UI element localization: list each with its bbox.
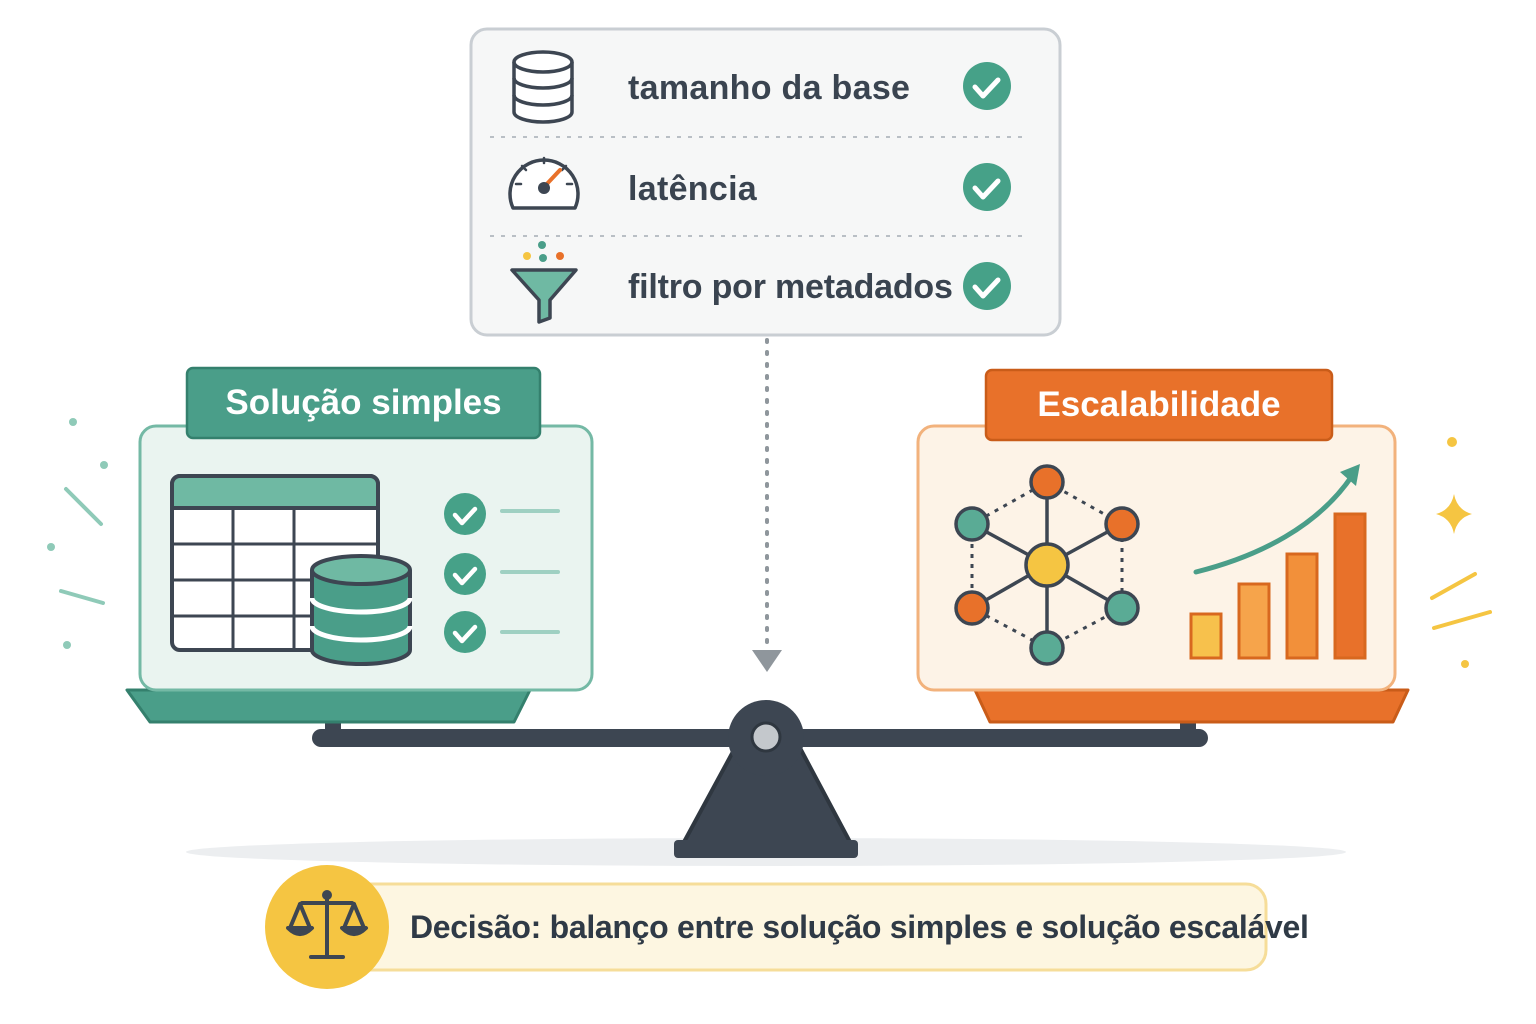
decision-text: Decisão: balanço entre solução simples e… <box>410 909 1309 945</box>
database-icon <box>309 554 413 666</box>
network-graph-icon <box>954 464 1140 666</box>
right-panel-tab <box>984 368 1334 442</box>
growth-arrow <box>1193 464 1360 575</box>
right-panel <box>916 368 1492 724</box>
checklist <box>444 493 560 653</box>
criterion-label-metadata-filter: filtro por metadados <box>628 268 953 306</box>
balance-scale-icon <box>286 890 368 959</box>
check-circle-icon <box>444 493 486 535</box>
dotted-arrow <box>752 338 782 672</box>
criterion-label-base-size: tamanho da base <box>628 69 911 107</box>
right-panel-title: Escalabilidade <box>1037 385 1281 424</box>
scale <box>312 700 1208 858</box>
sparkle-icon <box>1430 437 1492 668</box>
speedometer-icon <box>508 156 580 210</box>
left-sparkle-decoration <box>47 418 108 649</box>
criterion-label-latency: latência <box>628 170 758 208</box>
check-circle-icon <box>444 553 486 595</box>
left-panel <box>47 366 594 724</box>
criteria-card <box>469 27 1062 337</box>
funnel-icon <box>510 241 578 324</box>
left-panel-tab <box>185 366 542 440</box>
check-circle-icon <box>444 611 486 653</box>
check-circle-icon <box>963 163 1011 211</box>
growth-bar-chart-icon <box>1189 512 1367 660</box>
database-icon <box>512 50 574 124</box>
decision-banner <box>265 865 1268 989</box>
check-circle-icon <box>963 62 1011 110</box>
check-circle-icon <box>963 262 1011 310</box>
left-panel-title: Solução simples <box>225 383 502 422</box>
